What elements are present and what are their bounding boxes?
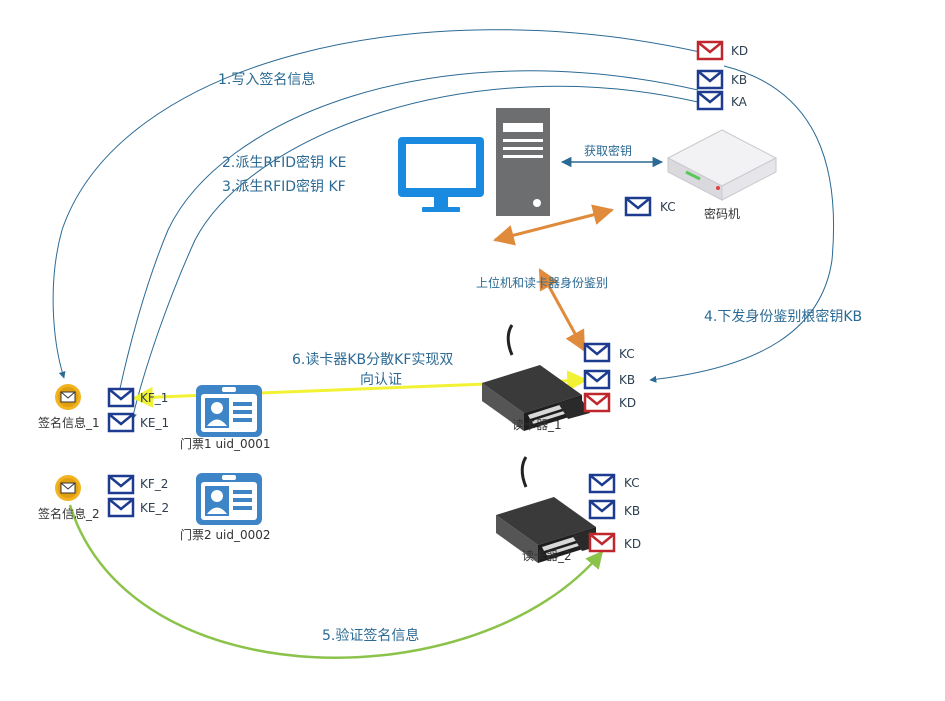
arrow-reader-auth (538, 268, 586, 352)
key-envelope-t1-kf-icon (107, 387, 135, 408)
key-envelope-top-ka-icon (696, 90, 724, 111)
signature-seal-2-icon (54, 474, 82, 502)
ticket-card-1-icon (196, 385, 262, 437)
key-label-r1-kd: KD (619, 396, 637, 410)
key-envelope-r2-kd-icon (588, 532, 616, 553)
key-label-top-kd: KD (731, 44, 749, 58)
key-envelope-r1-kb-icon (583, 369, 611, 390)
key-label-t2-ke: KE_2 (140, 501, 170, 515)
key-label-t1-kf: KF_1 (140, 391, 169, 405)
reader-1-label: 读卡器_1 (512, 418, 562, 432)
key-label-r1-kb: KB (619, 373, 636, 387)
key-label-r2-kd: KD (624, 537, 642, 551)
hsm-icon (666, 129, 778, 201)
key-label-r1-kc: KC (619, 347, 635, 361)
signature-seal-1-icon (54, 383, 82, 411)
arrow-host-auth (492, 204, 615, 246)
signature-2-label: 签名信息_2 (38, 507, 100, 521)
get-key-label: 获取密钥 (584, 144, 633, 158)
key-envelope-top-kd-icon (696, 40, 724, 61)
step-6-label-line2: 向认证 (360, 372, 402, 388)
key-envelope-t1-ke-icon (107, 412, 135, 433)
key-envelope-t2-kf-icon (107, 474, 135, 495)
step-6-label-line1: 6.读卡器KB分散KF实现双 (292, 352, 454, 368)
server-tower-icon (496, 108, 550, 216)
hsm-label: 密码机 (704, 207, 741, 221)
ticket-1-label: 门票1 uid_0001 (180, 437, 271, 451)
ticket-card-2-icon (196, 473, 262, 525)
card-reader-2-icon (494, 455, 606, 565)
key-envelope-r2-kb-icon (588, 499, 616, 520)
host-reader-auth-label: 上位机和读卡器身份鉴别 (476, 276, 609, 290)
key-label-hsm-kc: KC (660, 200, 676, 214)
key-label-top-kb: KB (731, 73, 748, 87)
arc-issue-kb (649, 65, 835, 383)
key-envelope-r2-kc-icon (588, 473, 616, 494)
key-label-top-ka: KA (731, 95, 747, 109)
key-label-t2-kf: KF_2 (140, 477, 169, 491)
arc-derive-ke (115, 70, 699, 399)
arc-derive-kf (130, 85, 699, 421)
monitor-icon (398, 137, 484, 212)
step-5-label: 5.验证签名信息 (322, 628, 420, 644)
key-label-r2-kc: KC (624, 476, 640, 490)
step-3-label: 3.派生RFID密钥 KF (222, 179, 346, 195)
ticket-2-label: 门票2 uid_0002 (180, 528, 271, 542)
step-1-label: 1.写入签名信息 (218, 72, 316, 88)
step-4-label: 4.下发身份鉴别根密钥KB (704, 309, 863, 325)
key-label-t1-ke: KE_1 (140, 416, 170, 430)
key-label-r2-kb: KB (624, 504, 641, 518)
key-envelope-hsm-kc-icon (624, 196, 652, 217)
arc-write-signature (52, 29, 701, 379)
arc-verify-signature (68, 504, 604, 659)
step-2-label: 2.派生RFID密钥 KE (222, 155, 347, 171)
signature-1-label: 签名信息_1 (38, 416, 100, 430)
key-envelope-r1-kc-icon (583, 342, 611, 363)
key-envelope-t2-ke-icon (107, 497, 135, 518)
key-envelope-top-kb-icon (696, 69, 724, 90)
key-envelope-r1-kd-icon (583, 392, 611, 413)
card-reader-1-icon (480, 323, 592, 433)
reader-2-label: 读卡器_2 (522, 549, 572, 563)
